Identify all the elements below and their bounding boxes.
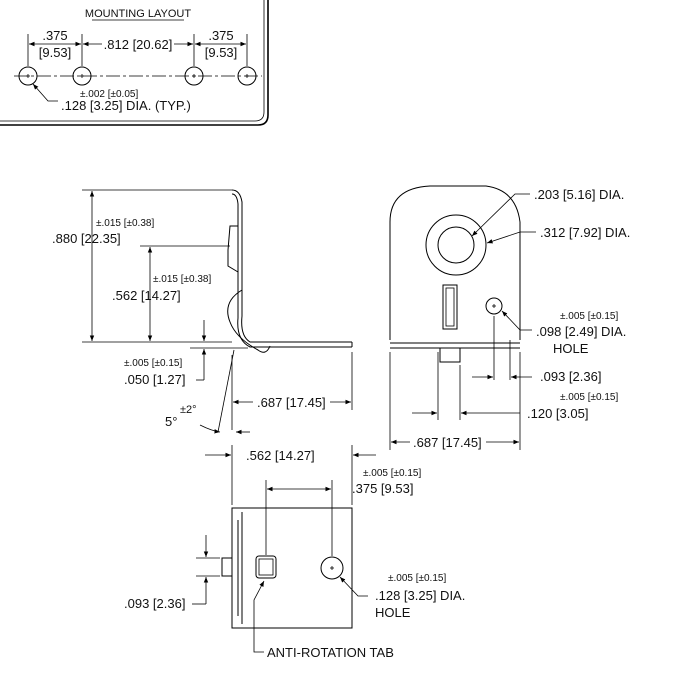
front-tab: [439, 347, 461, 363]
hole-center-marks: [26, 74, 249, 78]
side-height: .880 [22.35]: [52, 231, 121, 246]
front-small-hole: [485, 297, 503, 315]
bottom-hole: .128 [3.25] DIA.: [375, 588, 465, 603]
side-tab-curve: [227, 289, 271, 353]
anti-rotation-label: ANTI-ROTATION TAB: [267, 645, 394, 660]
front-small-hole-tol: ±.005 [±0.15]: [560, 311, 618, 322]
layout-dim-left: .375: [42, 28, 67, 43]
front-view: .203 [5.16] DIA. .312 [7.92] DIA. ±.005 …: [389, 185, 630, 450]
layout-dim-center: .812 [20.62]: [104, 37, 173, 52]
bottom-hole-word: HOLE: [375, 605, 411, 620]
anti-rotation-leader: [253, 580, 265, 653]
bottom-spacing: .375 [9.53]: [352, 481, 413, 496]
bottom-hole-tol: ±.005 [±0.15]: [388, 573, 446, 584]
small-hole-leader: [501, 310, 532, 331]
big-hole-leader: [471, 193, 530, 237]
layout-dim-right-mm: [9.53]: [205, 45, 238, 60]
front-small-hole: .098 [2.49] DIA.: [536, 324, 626, 339]
front-offset: .120 [3.05]: [527, 406, 588, 421]
bottom-view: .562 [14.27] ±.005 [±0.15] .375 [9.53] .…: [124, 445, 465, 660]
bottom-hole: [320, 556, 344, 580]
bottom-hole-center: [330, 566, 334, 570]
mount-hole: [237, 66, 257, 86]
side-angle-tol: ±2°: [180, 404, 197, 416]
side-part-outer: [231, 189, 352, 343]
angle-arrow-a: [199, 424, 221, 434]
layout-border-inner: [0, 0, 265, 122]
layout-hole-dia: .128 [3.25] DIA. (TYP.): [61, 98, 191, 113]
mount-hole: [72, 66, 92, 86]
small-hole-center: [492, 304, 496, 308]
bottom-boss: [255, 555, 277, 579]
bottom-tab: [221, 557, 233, 577]
front-small-hole-word: HOLE: [553, 341, 589, 356]
bottom-spacing-tol: ±.005 [±0.15]: [363, 468, 421, 479]
front-tab-width: .093 [2.36]: [540, 369, 601, 384]
angle-slope-line: [217, 349, 235, 433]
front-big-hole: [437, 226, 475, 264]
side-height-tol: ±.015 [±0.38]: [96, 218, 154, 229]
boss-leader: [486, 231, 536, 244]
layout-title: MOUNTING LAYOUT: [85, 8, 191, 20]
front-boss-label: .312 [7.92] DIA.: [540, 225, 630, 240]
front-part-outline: [389, 185, 521, 340]
bottom-width: .562 [14.27]: [246, 448, 315, 463]
mounting-layout-panel: MOUNTING LAYOUT .375 [9.53] .812 [20.62]…: [0, 0, 269, 126]
front-slot: [442, 284, 458, 330]
layout-hole-tol: ±.002 [±0.05]: [80, 89, 138, 100]
side-view: ±.015 [±0.38] .880 [22.35] ±.015 [±0.38]…: [52, 189, 353, 435]
layout-dim-right: .375: [208, 28, 233, 43]
side-part-inner: [231, 193, 352, 348]
front-boss: [425, 214, 487, 276]
side-mid: .562 [14.27]: [112, 288, 181, 303]
front-slot-inner: [445, 287, 455, 327]
bottom-boss-inner: [258, 558, 274, 576]
side-angle: 5°: [165, 414, 177, 429]
front-offset-tol: ±.005 [±0.15]: [560, 392, 618, 403]
layout-dim-left-mm: [9.53]: [39, 45, 72, 60]
side-thick-tol: ±.005 [±0.15]: [124, 358, 182, 369]
front-big-hole-label: .203 [5.16] DIA.: [534, 187, 624, 202]
hole-leader: [32, 83, 58, 102]
layout-border: [0, 0, 269, 126]
side-boss: [227, 225, 239, 273]
bottom-tab: .093 [2.36]: [124, 596, 185, 611]
side-thick: .050 [1.27]: [124, 372, 185, 387]
front-width: .687 [17.45]: [413, 435, 482, 450]
side-mid-tol: ±.015 [±0.38]: [153, 274, 211, 285]
side-length: .687 [17.45]: [257, 395, 326, 410]
bottom-hole-leader: [339, 576, 368, 597]
mount-hole: [184, 66, 204, 86]
mount-hole: [18, 66, 38, 86]
